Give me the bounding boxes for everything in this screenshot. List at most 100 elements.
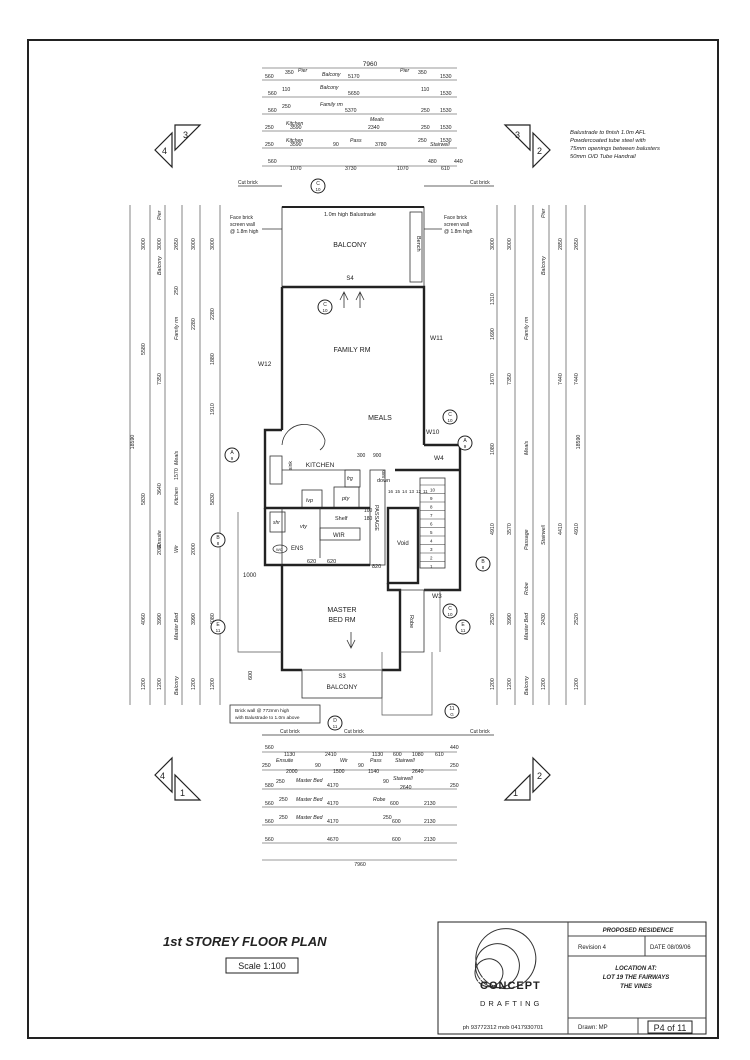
top-row5-b: Kitchen [286, 138, 303, 144]
logo-drafting: DRAFTING [480, 999, 542, 1008]
cut-brick-top-left: Cut brick [238, 180, 258, 186]
svg-text:C: C [448, 412, 452, 418]
stair-walls [395, 443, 462, 592]
room-kitchen: KITCHEN [306, 462, 335, 469]
bottom-overall-dim: 7960 [354, 862, 366, 868]
top-row6-e: 480 [428, 159, 437, 165]
title-date: DATE 08/09/06 [650, 945, 691, 951]
dim-300: 300 [357, 453, 366, 459]
dim-580: 580 [381, 470, 386, 478]
right-c5-4: 2650 [574, 238, 580, 250]
title-lot: LOT 19 THE FAIRWAYS [603, 975, 669, 981]
section-circle-c-top: C 10 [310, 178, 326, 194]
top-row6-f: 610 [441, 166, 450, 172]
top-row2-c: Balcony [320, 85, 339, 91]
top-row3-e: 250 [421, 108, 430, 114]
bottom-row3-7: 250 [450, 783, 459, 789]
left-c4-7: 3000 [191, 238, 197, 250]
top-row4-d: Meals [370, 117, 384, 123]
section-3-top-left: 3 [183, 130, 188, 140]
section-4-top-left: 4 [162, 146, 167, 156]
title-revision: Revision 4 [578, 945, 607, 951]
left-c3-0: Balcony [174, 676, 180, 695]
svg-text:11: 11 [333, 724, 338, 729]
bench [409, 211, 423, 283]
face-brick-right-3: @ 1.8m high [444, 229, 473, 235]
section-circle-c-right: C 10 [442, 409, 458, 425]
stair-number: 11 [423, 489, 428, 494]
shr-label: shr [273, 520, 280, 526]
top-row3-a: 560 [268, 108, 277, 114]
dim-600: 600 [248, 671, 254, 680]
wir-box [319, 527, 361, 541]
top-row5-e: Pass [350, 138, 362, 144]
bottom-row3-4: 90 [383, 779, 389, 785]
top-row4-e: 2340 [368, 125, 380, 131]
bottom-row2-2: 2000 [286, 769, 298, 775]
stair-number: 12 [416, 489, 422, 494]
right-c3-8: Pier [541, 208, 547, 218]
top-row6-d: 1070 [397, 166, 409, 172]
stair-number: 14 [402, 489, 408, 494]
left-c2-0: 1200 [157, 678, 163, 690]
stair-number: 8 [430, 505, 433, 510]
right-c1-6: 1310 [490, 293, 496, 305]
right-c5-2: 4910 [574, 523, 580, 535]
bottom-row2-0: 250 [262, 763, 271, 769]
left-c3-7: Balcony [157, 256, 163, 275]
svg-text:8: 8 [482, 565, 485, 570]
right-c2-4: 3000 [507, 238, 513, 250]
bottom-row1-1: 1130 [284, 752, 295, 758]
bottom-row2-7: Pass [370, 758, 382, 764]
bottom-row1-4: 600 [393, 752, 402, 758]
section-2-bottom-right: 2 [537, 771, 542, 781]
arrow-up-icon [355, 291, 365, 308]
logo-concept: CONCEPT [480, 980, 541, 992]
face-brick-left-3: @ 1.8m high [230, 229, 259, 235]
bottom-row1-3: 1130 [372, 752, 383, 758]
bottom-row2-8: 1140 [368, 769, 379, 775]
svg-text:11: 11 [216, 628, 221, 633]
room-master: MASTER [327, 607, 356, 614]
arrow-up-icon [339, 291, 349, 308]
top-row5-c: 3590 [290, 142, 302, 148]
face-brick-right-1: Face brick [444, 215, 468, 221]
balustrade-note-line3: 75mm openings between balusters [570, 146, 660, 152]
left-c5-6: 3000 [210, 238, 216, 250]
label-w10: W10 [426, 429, 440, 436]
left-c4-3: 2000 [191, 543, 197, 555]
left-c5-3: 1910 [210, 403, 216, 415]
section-3-top-right: 3 [515, 130, 520, 140]
bottom-row2-3: 90 [315, 763, 321, 769]
room-bed-rm: BED RM [328, 617, 355, 624]
right-c2-0: 1200 [507, 678, 513, 690]
section-circle-e-left: E 11 [210, 619, 226, 635]
left-c3-1: Master Bed [174, 612, 180, 640]
left-c1-4: 3000 [141, 238, 147, 250]
room-passage: PASSAGE [373, 505, 379, 531]
top-row1-h: 1530 [440, 74, 452, 80]
section-circle-d-bottom: D 11 [327, 715, 343, 731]
top-row6-c: 3730 [345, 166, 357, 172]
bottom-row4-1: 250 [279, 797, 288, 803]
svg-text:D: D [333, 718, 337, 724]
section-1-bottom-left: 1 [180, 788, 185, 798]
section-circle-b-right: B 8 [475, 556, 491, 572]
label-w4: W4 [434, 455, 444, 462]
bottom-row3-5: Stairwell [393, 776, 413, 782]
left-c1-1: 4060 [141, 613, 147, 625]
room-void: Void [397, 541, 409, 547]
frg-box [344, 469, 361, 488]
svg-text:9: 9 [231, 456, 234, 461]
right-c3-7: Balcony [541, 256, 547, 275]
bottom-row6-1: 4670 [327, 837, 339, 843]
left-c3-5: Meals [174, 451, 180, 465]
stair-number: 15 [395, 489, 401, 494]
sink [269, 455, 283, 485]
bottom-row1-2: 2410 [325, 752, 337, 758]
bottom-row1-6: 610 [435, 752, 444, 758]
svg-text:B: B [216, 535, 220, 541]
title-drawn: Drawn: MP [578, 1025, 608, 1031]
void-area [386, 506, 420, 585]
left-dimensions: 18590 1200 4060 5830 5580 3000 1200 3990… [129, 205, 221, 705]
